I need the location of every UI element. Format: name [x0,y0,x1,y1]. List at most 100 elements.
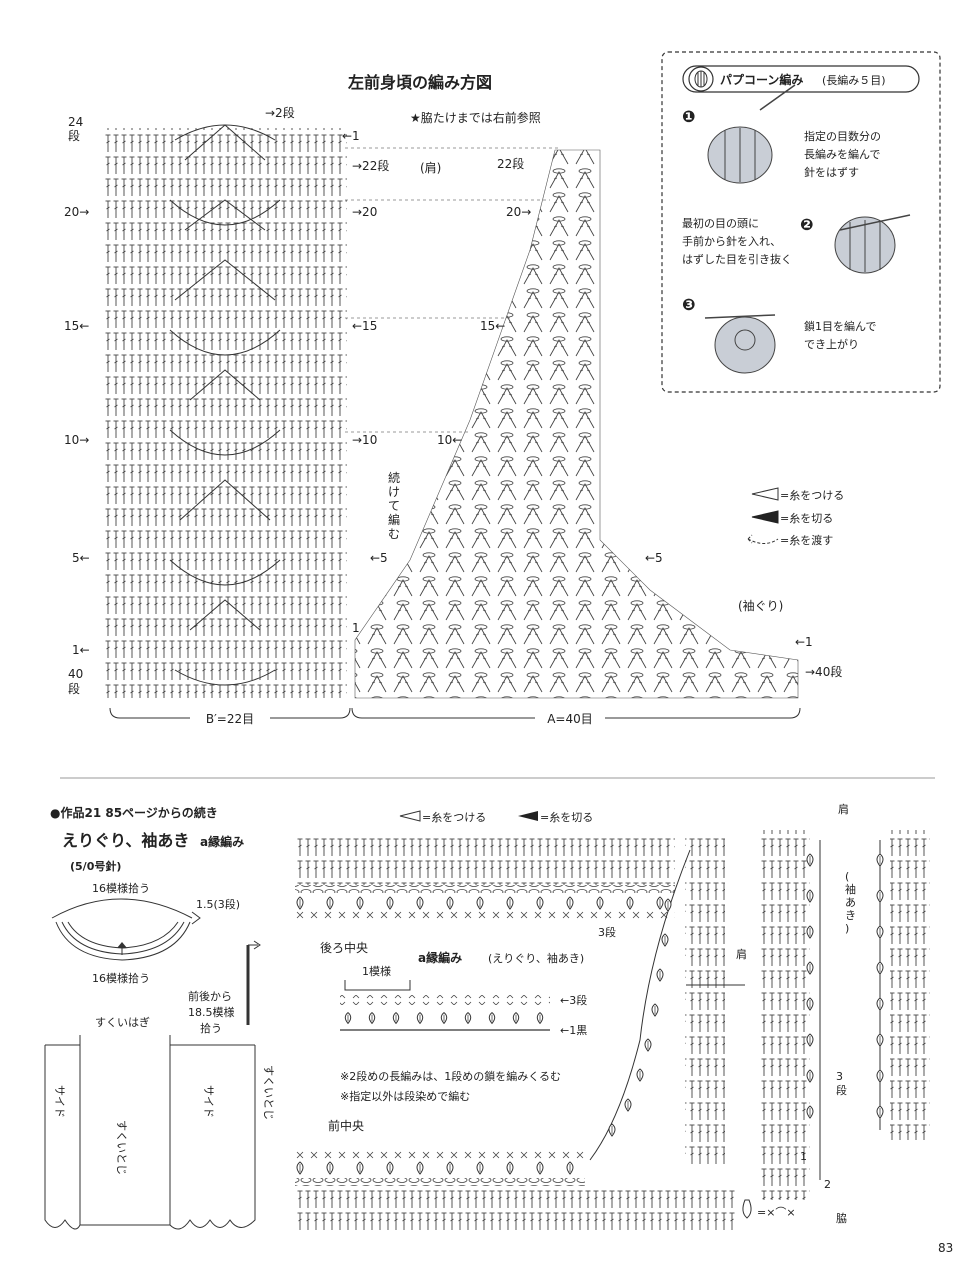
main-chart: 左前身頃の編み方図 ★脇たけまでは右前参照 24 段 [64,73,842,727]
label-kata: (肩) [420,160,441,175]
label-5-mid: ←5 [370,551,388,565]
pattern-unit: 1模様 [362,964,391,978]
svg-text:け: け [388,485,400,499]
chart-note: ★脇たけまでは右前参照 [410,110,541,125]
label-1-right: ←1 [795,635,813,649]
label-20-mid: →20 [352,205,377,219]
row-label-15: 15← [64,319,89,333]
cut-thread-icon [751,510,779,524]
pattern-bracket [344,980,411,991]
legend-cut: =糸を切る [780,512,833,525]
label-side-1: サイド [53,1085,66,1118]
svg-text:はずした目を引き抜く: はずした目を引き抜く [682,252,792,266]
row-1-label: ←1黒 [560,1024,587,1037]
step-1-num: ❶ [682,107,696,126]
back-center-label: 後ろ中央 [320,940,368,955]
body-schematic [44,1035,256,1230]
label-front-pick: 16模様拾う [92,971,150,985]
label-width: 1.5(3段) [196,897,240,911]
edging-note-1: ※2段めの長編みは、1段めの鎖を編みくるむ [340,1069,561,1083]
label-22dan-right: 22段 [497,156,524,171]
step-3-text: 鎖1目を編んで でき上がり [804,319,876,351]
label-sukui-hagi: すくいはぎ [95,1015,150,1029]
label-10-mid: →10 [352,433,377,447]
edging-legend-attach: =糸をつける [422,811,486,824]
svg-text:でき上がり: でき上がり [804,337,859,351]
edging-title-note: (えりぐり、袖あき) [488,951,584,965]
continue-label: 続 け て 編 む [388,471,400,541]
label-1-top: ←1 [342,129,360,143]
section2-subheading: えりぐり、袖あき [62,831,189,850]
svg-text:続: 続 [388,471,400,485]
chart-title: 左前身頃の編み方図 [347,73,492,92]
section2-heading: ●作品21 85ページからの続き [50,805,218,820]
label-20-right: 20→ [506,205,531,219]
row-label-5: 5← [72,551,90,565]
section2-needle: (5/0号針) [70,859,121,873]
section2-edge-name: a縁編み [200,834,244,849]
sleeve-rows-label: 3 段 [836,1070,847,1097]
svg-text:(: ( [845,870,849,883]
popcorn-title: パプコーン編み [720,72,803,87]
front-popcorn-row [296,1161,574,1175]
back-chain-row [295,885,675,893]
neck-schematic [51,898,201,961]
pass-thread-icon [747,534,779,544]
front-center-label: 前中央 [328,1118,364,1133]
sample-popcorns [344,1011,544,1025]
label-22dan-left: →22段 [352,158,389,173]
sample-x-row [340,995,550,1005]
label-10-right: 10← [437,433,462,447]
row-num-2: 2 [824,1178,831,1191]
svg-text:て: て [388,499,400,513]
a-panel-stitches [354,149,799,699]
svg-text:鎖1目を編んで: 鎖1目を編んで [804,319,876,333]
sleeve-popcorns [806,853,884,1119]
row-label-1: 1← [72,643,90,657]
label-2dan: →2段 [265,105,295,120]
label-sleeve-pick: 前後から 18.5模様 拾う [188,989,235,1035]
section2: ●作品21 85ページからの続き えりぐり、袖あき a縁編み (5/0号針) 1… [44,805,275,1230]
svg-text:): ) [845,922,849,935]
pineapple-motifs [169,124,281,686]
legend-pass: =糸を渡す [780,533,833,547]
edging-chart: =糸をつける =糸を切る 後ろ中央 3段 肩 a縁編み (えりぐり、袖あき) 1… [295,802,930,1233]
row-label-40a: 40 [68,667,83,681]
popcorn-subtitle: (長編み５目) [822,73,886,87]
row-label-24a: 24 [68,115,83,129]
svg-text:袖: 袖 [845,882,856,896]
svg-text:あ: あ [845,896,856,909]
mid-labels: →2段 ←1 →22段 (肩) 22段 →20 20→ ←15 15← →10 … [265,105,842,679]
svg-text:む: む [388,527,400,541]
step-3-illustration [704,314,776,374]
row-label-10: 10→ [64,433,89,447]
label-sukui-toji-2: すくいとじ [262,1065,275,1120]
svg-text:指定の目数分の: 指定の目数分の [804,129,881,143]
width-a: A=40目 [547,712,593,726]
edging-legend-cut: =糸を切る [540,811,593,824]
label-15-mid: ←15 [352,319,377,333]
sleeve-stitches-left [760,830,810,1200]
back-stitch-band [295,835,675,885]
front-stitch-band [685,835,725,1165]
svg-text:手前から針を入れ、: 手前から針を入れ、 [682,234,781,248]
side-row-label: 3段 [598,925,616,939]
width-b: B′=22目 [206,712,254,726]
svg-text:長編みを編んで: 長編みを編んで [804,147,880,161]
step-2-illustration [834,214,911,274]
step-1-illustration [707,84,796,184]
label-1-mid: 1 [352,621,360,635]
svg-text:き: き [845,909,856,922]
svg-text:最初の目の頭に: 最初の目の頭に [682,216,759,230]
label-sodeguri: (袖ぐり) [738,598,783,613]
shoulder-label-1: 肩 [736,947,747,961]
label-back-pick: 16模様拾う [92,881,150,895]
row-num-1: 1 [800,1150,807,1163]
page-number: 83 [938,1241,953,1255]
row-3-label: ←3段 [560,993,587,1007]
popcorn-title-pill [682,65,920,93]
shoulder-label-2: 肩 [838,802,849,816]
step-2-text: 最初の目の頭に 手前から針を入れ、 はずした目を引き抜く [682,216,792,266]
curve-edge [589,849,691,1161]
